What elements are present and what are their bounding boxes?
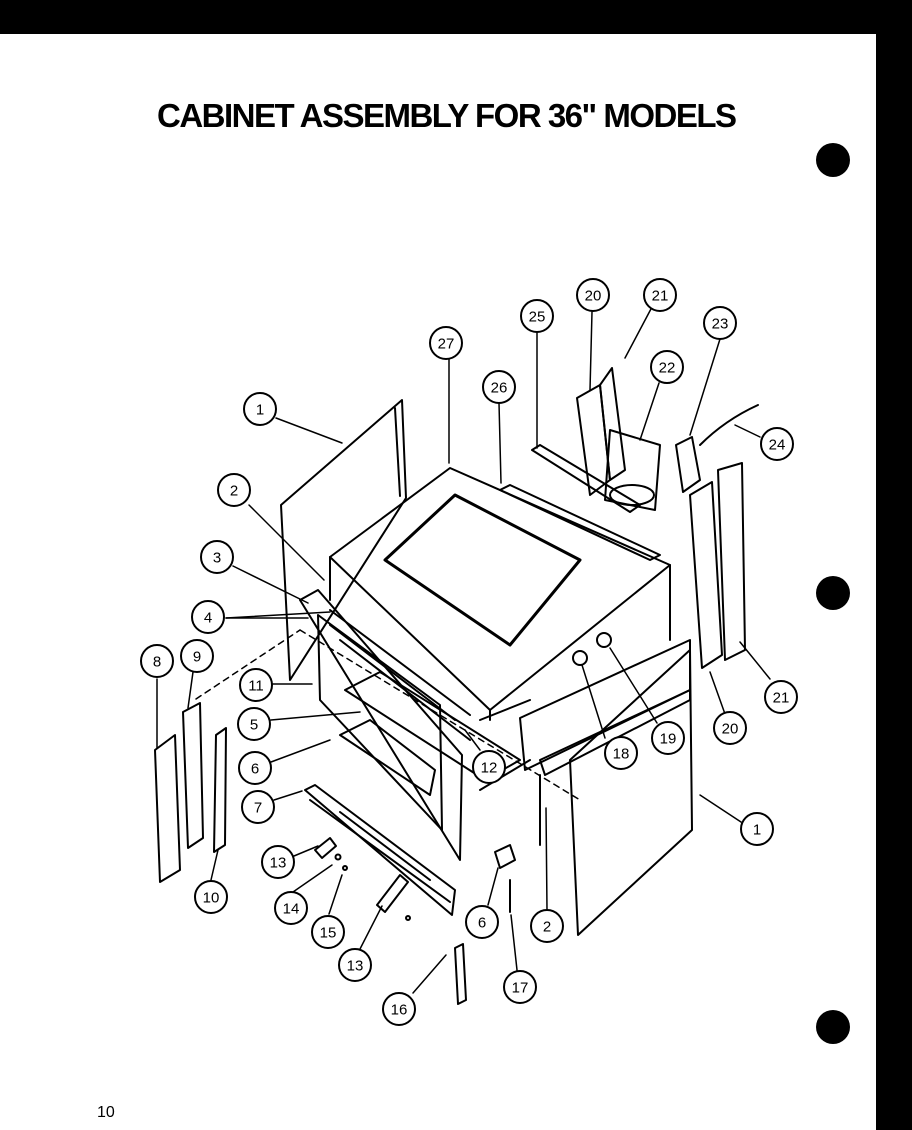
- callout-12: 12: [472, 750, 506, 784]
- svg-text:14: 14: [283, 901, 300, 918]
- callout-2-bottom: 2: [530, 909, 564, 943]
- callout-20-top: 20: [576, 278, 610, 312]
- page-number: 10: [97, 1104, 115, 1121]
- svg-text:7: 7: [254, 800, 262, 817]
- oven-internals: [339, 671, 531, 796]
- callout-3: 3: [200, 540, 234, 574]
- binder-hole-bottom: [816, 1010, 850, 1044]
- svg-text:27: 27: [438, 336, 455, 353]
- svg-text:18: 18: [613, 746, 630, 763]
- callout-11: 11: [239, 668, 273, 702]
- callout-2-top: 2: [217, 473, 251, 507]
- left-trim-strips: [154, 702, 227, 883]
- svg-text:9: 9: [193, 649, 201, 666]
- callout-18: 18: [604, 736, 638, 770]
- callout-26: 26: [482, 370, 516, 404]
- callout-25: 25: [520, 299, 554, 333]
- svg-text:20: 20: [585, 288, 602, 305]
- right-side-rails: [689, 462, 746, 669]
- binder-hole-middle: [816, 576, 850, 610]
- left-side-panel: [280, 399, 407, 681]
- callout-8: 8: [140, 644, 174, 678]
- callout-6-bottom: 6: [465, 905, 499, 939]
- svg-text:26: 26: [491, 380, 508, 397]
- svg-text:25: 25: [529, 309, 546, 326]
- callout-21-right: 21: [764, 680, 798, 714]
- svg-text:2: 2: [230, 483, 238, 500]
- callout-27: 27: [429, 326, 463, 360]
- svg-text:23: 23: [712, 316, 729, 333]
- callout-7: 7: [241, 790, 275, 824]
- callout-22: 22: [650, 350, 684, 384]
- parts-sheet: [0, 34, 876, 1130]
- rear-brackets: [576, 367, 661, 511]
- callout-17: 17: [503, 970, 537, 1004]
- thermostat-bracket: [675, 404, 759, 493]
- svg-text:13: 13: [347, 958, 364, 975]
- callout-6-left: 6: [238, 751, 272, 785]
- svg-text:8: 8: [153, 654, 161, 671]
- callout-5: 5: [237, 707, 271, 741]
- svg-text:5: 5: [250, 717, 258, 734]
- svg-text:21: 21: [773, 690, 790, 707]
- svg-text:4: 4: [204, 610, 212, 627]
- callout-21-top: 21: [643, 278, 677, 312]
- callout-19: 19: [651, 721, 685, 755]
- svg-text:6: 6: [251, 761, 259, 778]
- page-title: CABINET ASSEMBLY FOR 36" MODELS: [157, 97, 737, 134]
- svg-text:1: 1: [753, 822, 761, 839]
- svg-text:3: 3: [213, 550, 221, 567]
- callout-1-right: 1: [740, 812, 774, 846]
- callout-4: 4: [191, 600, 225, 634]
- oven-front-frame: [299, 589, 471, 861]
- svg-text:20: 20: [722, 721, 739, 738]
- callout-9: 9: [180, 639, 214, 673]
- kick-panel: [304, 784, 456, 916]
- svg-text:13: 13: [270, 855, 287, 872]
- svg-text:1: 1: [256, 402, 264, 419]
- cooktop-frame: [329, 467, 671, 721]
- svg-text:21: 21: [652, 288, 669, 305]
- callout-bubbles: 27 25 20 21 23 22 26 24 1 2 3 4 8 9 11 5…: [140, 278, 798, 1026]
- callout-14: 14: [274, 891, 308, 925]
- svg-text:15: 15: [320, 925, 337, 942]
- back-panels: [499, 444, 661, 561]
- callout-13-bottom: 13: [338, 948, 372, 982]
- svg-text:16: 16: [391, 1002, 408, 1019]
- svg-text:24: 24: [769, 437, 786, 454]
- callout-24: 24: [760, 427, 794, 461]
- callout-13-left: 13: [261, 845, 295, 879]
- svg-text:17: 17: [512, 980, 529, 997]
- callout-1-left: 1: [243, 392, 277, 426]
- svg-text:12: 12: [481, 760, 498, 777]
- callout-20-right: 20: [713, 711, 747, 745]
- callout-15: 15: [311, 915, 345, 949]
- svg-text:6: 6: [478, 915, 486, 932]
- svg-text:22: 22: [659, 360, 676, 377]
- svg-text:10: 10: [203, 890, 220, 907]
- svg-text:2: 2: [543, 919, 551, 936]
- callout-10: 10: [194, 880, 228, 914]
- hardware-parts: [314, 632, 612, 1005]
- right-side-panel: [569, 649, 693, 936]
- callout-16: 16: [382, 992, 416, 1026]
- leader-lines: [156, 306, 771, 994]
- svg-text:11: 11: [248, 678, 264, 695]
- callout-23: 23: [703, 306, 737, 340]
- svg-text:19: 19: [660, 731, 677, 748]
- binder-hole-top: [816, 143, 850, 177]
